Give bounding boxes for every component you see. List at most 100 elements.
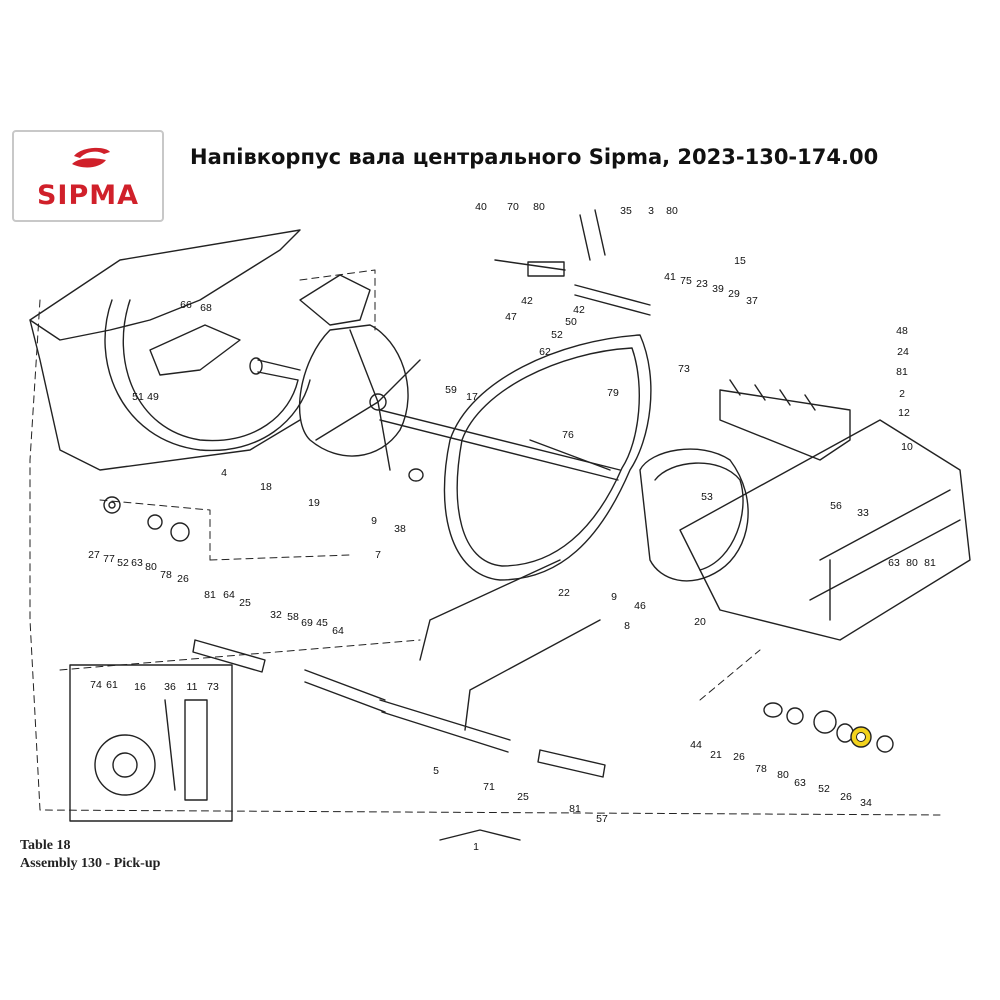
part-label-26: 26 [840,791,852,803]
part-label-80: 80 [666,205,678,217]
part-label-18: 18 [260,481,272,493]
table-caption: Table 18 [20,838,71,853]
part-label-24: 24 [897,346,909,358]
part-label-19: 19 [308,497,320,509]
part-label-52: 52 [818,783,830,795]
part-label-81: 81 [896,366,908,378]
part-label-25: 25 [517,791,529,803]
part-label-8: 8 [624,620,630,632]
part-label-26: 26 [733,751,745,763]
part-4-housing [29,229,301,341]
part-label-20: 20 [694,616,706,628]
part-label-50: 50 [565,316,577,328]
part-label-29: 29 [728,288,740,300]
part-label-21: 21 [710,749,722,761]
part-71-rods [419,559,601,731]
part-label-16: 16 [134,681,146,693]
part-label-69: 69 [301,617,313,629]
part-label-44: 44 [690,739,702,751]
part-label-53: 53 [701,491,713,503]
part-label-11: 11 [187,681,198,693]
part-label-52: 52 [117,557,129,569]
part-label-52: 52 [551,329,563,341]
part-label-81: 81 [924,557,936,569]
logo-text: SIPMA [36,180,140,211]
part-label-41: 41 [664,271,676,283]
assembly-caption: Assembly 130 - Pick-up [20,856,161,871]
part-label-32: 32 [270,609,282,621]
part-label-12: 12 [898,407,910,419]
part-label-81: 81 [569,803,581,815]
part-label-76: 76 [562,429,574,441]
part-label-63: 63 [794,777,806,789]
part-label-9: 9 [611,591,617,603]
part-label-51: 51 [132,391,144,403]
part-label-68: 68 [200,302,212,314]
part-label-2: 2 [899,388,905,400]
part-label-63: 63 [131,557,143,569]
part-label-5: 5 [433,765,439,777]
sipma-logo: SIPMA [12,130,164,222]
part-12-cover [679,419,971,641]
part-label-27: 27 [88,549,100,561]
part-label-58: 58 [287,611,299,623]
part-label-23: 23 [696,278,708,290]
part-label-45: 45 [316,617,328,629]
part-label-25: 25 [239,597,251,609]
part-label-80: 80 [533,201,545,213]
part-label-42: 42 [573,304,585,316]
part-label-35: 35 [620,205,632,217]
part-label-64: 64 [223,589,235,601]
part-label-3: 3 [648,205,654,217]
part-label-46: 46 [634,600,646,612]
part-label-42: 42 [521,295,533,307]
part-label-10: 10 [901,441,913,453]
part-label-47: 47 [505,311,517,323]
part-label-40: 40 [475,201,487,213]
part-label-34: 34 [860,797,872,809]
part-label-26: 26 [177,573,189,585]
part-label-37: 37 [746,295,758,307]
part-label-49: 49 [147,391,159,403]
part-label-64: 64 [332,625,344,637]
part-label-73: 73 [678,363,690,375]
part-label-9: 9 [371,515,377,527]
part-label-39: 39 [712,283,724,295]
part-label-7: 7 [375,549,381,561]
part-22-band [443,334,652,581]
part-label-79: 79 [607,387,619,399]
part-label-80: 80 [906,557,918,569]
part-label-74: 74 [90,679,102,691]
part-label-15: 15 [734,255,746,267]
inset-detail-box [69,664,233,822]
part-label-71: 71 [483,781,495,793]
part-label-62: 62 [539,346,551,358]
part-label-80: 80 [777,769,789,781]
part-label-70: 70 [507,201,519,213]
part-label-80: 80 [145,561,157,573]
part-2-guard [719,389,851,461]
part-label-81: 81 [204,589,216,601]
part-label-75: 75 [680,275,692,287]
part-label-57: 57 [596,813,608,825]
part-label-59: 59 [445,384,457,396]
part-label-38: 38 [394,523,406,535]
part-label-48: 48 [896,325,908,337]
part-label-56: 56 [830,500,842,512]
part-19-disc [298,324,409,457]
part-label-73: 73 [207,681,219,693]
part-5-tube [379,699,511,753]
part-label-4: 4 [221,467,227,479]
part-label-61: 61 [106,679,118,691]
part-label-36: 36 [164,681,176,693]
part-label-17: 17 [466,391,478,403]
part-20-disc [639,448,749,582]
part-label-22: 22 [558,587,570,599]
page-title: Напівкорпус вала центрального Sipma, 202… [190,145,879,169]
part-label-78: 78 [755,763,767,775]
part-label-78: 78 [160,569,172,581]
part-label-66: 66 [180,299,192,311]
sipma-swoosh-icon [72,147,110,168]
